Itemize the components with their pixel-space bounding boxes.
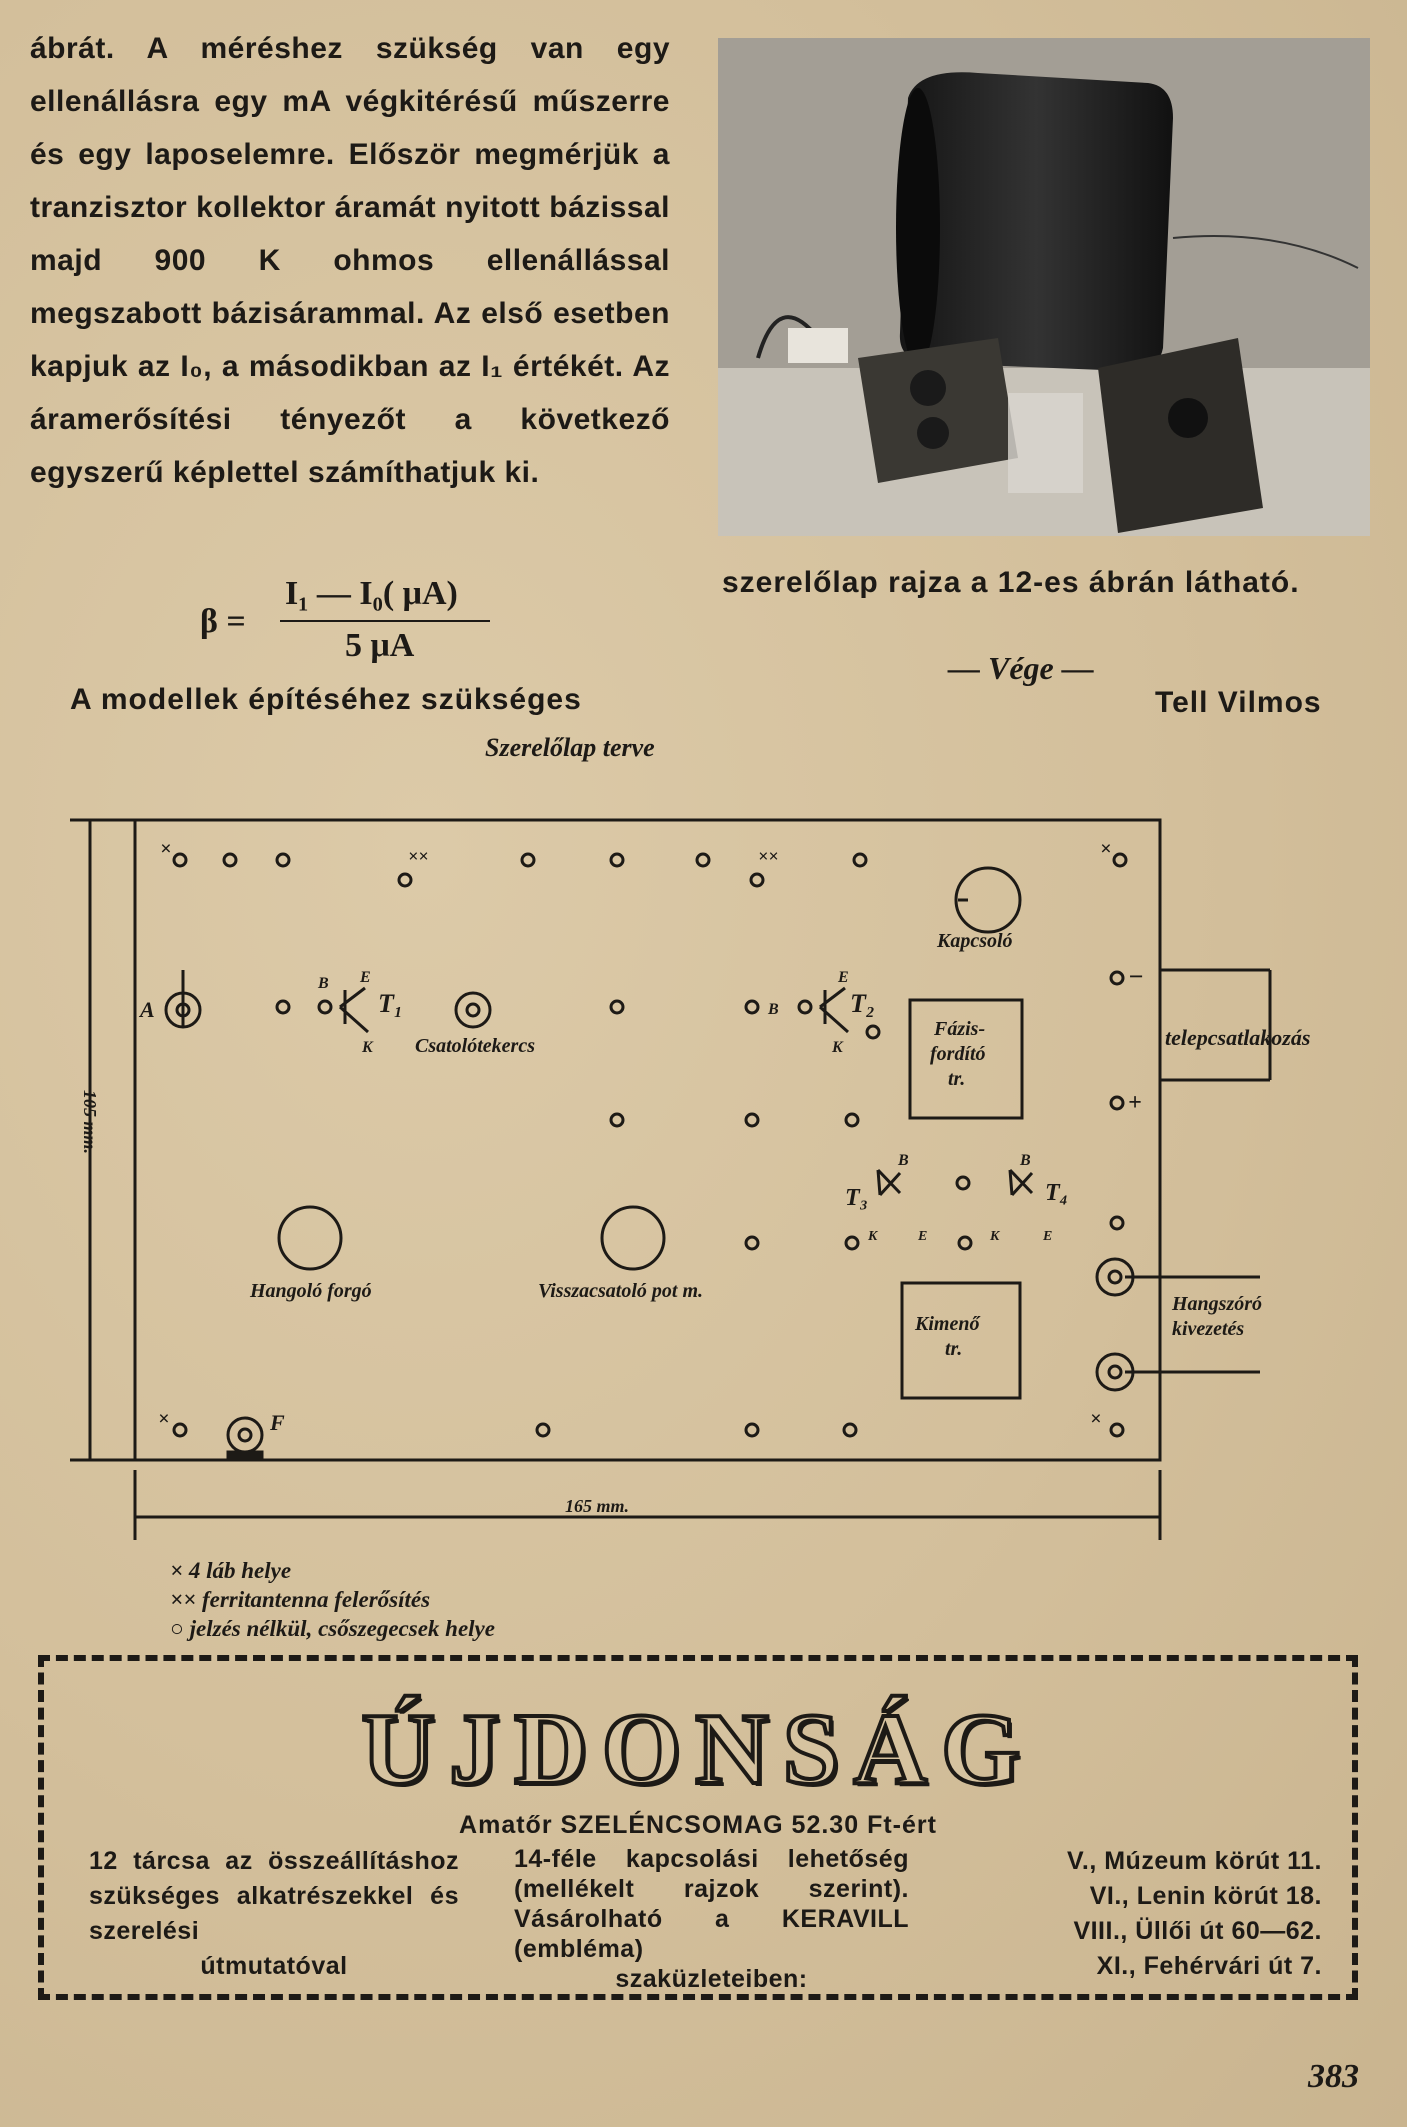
author-name: Tell Vilmos [1155,686,1322,719]
t1-pin-e: E [359,969,371,986]
cross-mark-3: × [158,1408,169,1430]
phase-inverter-box [908,998,1024,1120]
rivet-holes [172,852,1128,1438]
shop-address: VIII., Üllői út 60—62. [1073,1917,1322,1945]
ad-column-contents: 12 tárcsa az összeállításhoz szükséges a… [89,1844,459,1984]
legend-item: ×× ferritantenna felerősítés [170,1587,431,1612]
formula-numerator: I₁ — I₀( μA) [285,575,458,612]
fraction-bar [280,620,490,622]
tuning-rotor-label: Hangoló forgó [249,1280,372,1302]
ad-contents-last: útmutatóval [200,1952,348,1980]
ad-column-purchase: 14-féle kapcsolási lehetőség (mellékelt … [514,1844,909,1994]
t4-pin-e: E [1042,1229,1052,1244]
photo-illustration [718,38,1370,536]
battery-terminal-label: telepcsatlakozás [1165,1025,1310,1050]
continuation-text: szerelőlap rajza a 12-es ábrán látható. [722,566,1300,599]
output-tr-label-2: tr. [945,1338,962,1360]
board-drawing: × ×× ×× × × × Kapcsoló A B E K T₁ Csatol… [70,818,1310,1540]
output-tr-label-1: Kimenő [914,1313,981,1335]
formula-denominator: 5 μA [345,627,415,664]
shop-address: VI., Lenin körút 18. [1089,1882,1322,1910]
board-outline [133,818,1162,1462]
t1-pin-b: B [317,975,329,992]
end-mark: — Vége — [948,650,1094,686]
article-right-column: szerelőlap rajza a 12-es ábrán látható. [722,557,1362,609]
diagram-legend: × 4 láb helye ×× ferritantenna felerősít… [170,1556,495,1643]
beta-formula: β = I₁ — I₀( μA) 5 μA [195,575,515,665]
phase-inverter-label-2: fordító [930,1043,986,1065]
plus-terminal: + [1128,1090,1142,1116]
ad-purchase-text: 14-féle kapcsolási lehetőség (mellékelt … [514,1845,909,1963]
t3-pin-b: B [897,1152,909,1169]
switch-hole [954,866,1022,934]
models-line: A modellek építéséhez szükséges [70,683,582,716]
ad-purchase-last: szaküzleteiben: [615,1965,808,1993]
legend-item: ○ jelzés nélkül, csőszegecsek helye [170,1616,495,1641]
t1-pin-k: K [361,1039,374,1056]
cross-mark-2: × [1100,838,1111,860]
ferrite-mark-2: ×× [758,846,779,866]
page-number: 383 [1308,2058,1359,2095]
legend-item: × 4 láb helye [170,1558,292,1583]
phase-inverter-label-3: tr. [948,1068,965,1090]
pin-a-label: A [138,997,155,1022]
cross-mark-4: × [1090,1408,1101,1430]
coupling-coil-label: Csatolótekercs [415,1035,535,1057]
ad-subtitle: Amatőr SZELÉNCSOMAG 52.30 Ft-ért [459,1811,937,1839]
diagram-title: Szerelőlap terve [485,733,655,762]
mounting-board-diagram: × ×× ×× × × × Kapcsoló A B E K T₁ Csatol… [0,790,1407,1660]
t2-pin-b: B [767,1001,779,1018]
pin-f-label: F [269,1410,285,1435]
t1-label: T₁ [378,989,403,1018]
width-dimension: 165 mm. [565,1496,629,1516]
t2-pin-e: E [837,969,849,986]
t4-pin-b: B [1019,1152,1031,1169]
shop-address: V., Múzeum körút 11. [1067,1847,1322,1875]
t2-pin-k: K [831,1039,844,1056]
cross-mark-1: × [160,838,171,860]
t4-label: T₄ [1045,1180,1068,1206]
minus-terminal: − [1128,962,1144,991]
ad-contents-text: 12 tárcsa az összeállításhoz szükséges a… [89,1847,459,1945]
feedback-pot-label: Visszacsatoló pot m. [538,1280,703,1302]
t3-pin-e: E [917,1229,927,1244]
shop-address: XI., Fehérvári út 7. [1096,1952,1322,1980]
tuning-rotor-hole [277,1205,343,1271]
switch-label: Kapcsoló [936,930,1013,952]
t3-pin-k: K [867,1229,879,1244]
advertisement-box: ÚJDONSÁG Amatőr SZELÉNCSOMAG 52.30 Ft-ér… [38,1655,1358,2000]
phase-inverter-label-1: Fázis- [933,1018,985,1040]
height-dimension: 105 mm. [80,1090,100,1154]
pot-hole [600,1205,666,1271]
receiver-photo [718,38,1370,536]
ad-title: ÚJDONSÁG [359,1691,1035,1808]
ferrite-mark-1: ×× [408,846,429,866]
speaker-label-2: kivezetés [1172,1318,1244,1340]
article-left-column: ábrát. A méréshez szükség van egy ellená… [30,22,670,499]
ad-column-addresses: V., Múzeum körút 11. VI., Lenin körút 18… [932,1844,1322,1984]
article-paragraph: ábrát. A méréshez szükség van egy ellená… [30,32,670,489]
speaker-label-1: Hangszóró [1171,1293,1262,1315]
formula-lhs: β = [200,603,246,640]
t4-pin-k: K [989,1229,1001,1244]
output-tr-box [900,1281,1022,1400]
t2-label: T₂ [850,989,875,1018]
t3-label: T₃ [845,1185,868,1211]
